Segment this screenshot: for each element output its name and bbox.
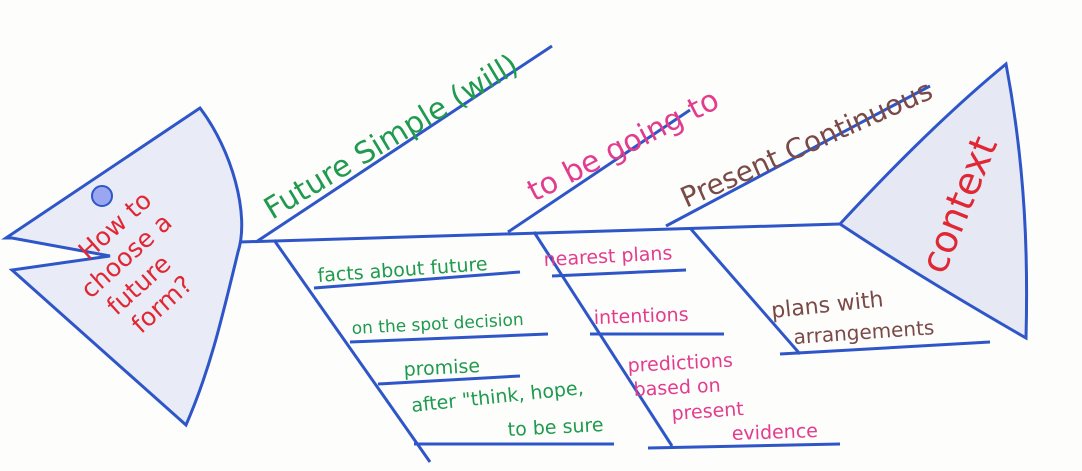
- lower-line-future-simple: [272, 239, 432, 463]
- going-to-item: based on: [633, 374, 721, 401]
- spine-line: [239, 222, 841, 244]
- lower-line-going-to: [532, 231, 674, 447]
- branch-line-future-simple: [255, 44, 553, 244]
- going-to-item: present: [671, 398, 745, 425]
- branch-line-going-to: [507, 108, 691, 234]
- fish-head: [1, 105, 244, 428]
- item-line: [313, 270, 521, 290]
- branch-title-future-simple: Future Simple (will): [258, 47, 525, 226]
- fish-eye: [91, 185, 113, 207]
- fish-tail: [837, 61, 1029, 341]
- item-line: [551, 268, 687, 278]
- present-continuous-item: arrangements: [793, 315, 935, 349]
- present-continuous-items: plans with arrangements: [770, 287, 935, 349]
- going-to-item: nearest plans: [543, 242, 673, 271]
- item-line: [647, 442, 841, 450]
- branch-line-present-continuous: [665, 84, 931, 228]
- going-to-item: intentions: [593, 304, 689, 329]
- item-line: [779, 340, 991, 356]
- item-line: [377, 374, 521, 386]
- future-simple-items: facts about future on the spot decision …: [317, 253, 604, 441]
- future-simple-item: after "think, hope,: [410, 377, 584, 417]
- future-simple-item: promise: [403, 355, 481, 381]
- item-line: [349, 332, 549, 344]
- going-to-item: predictions: [627, 350, 733, 377]
- present-continuous-item: plans with: [770, 287, 885, 324]
- going-to-item: evidence: [731, 420, 818, 445]
- lower-line-present-continuous: [688, 227, 802, 355]
- future-simple-item: to be sure: [507, 414, 604, 441]
